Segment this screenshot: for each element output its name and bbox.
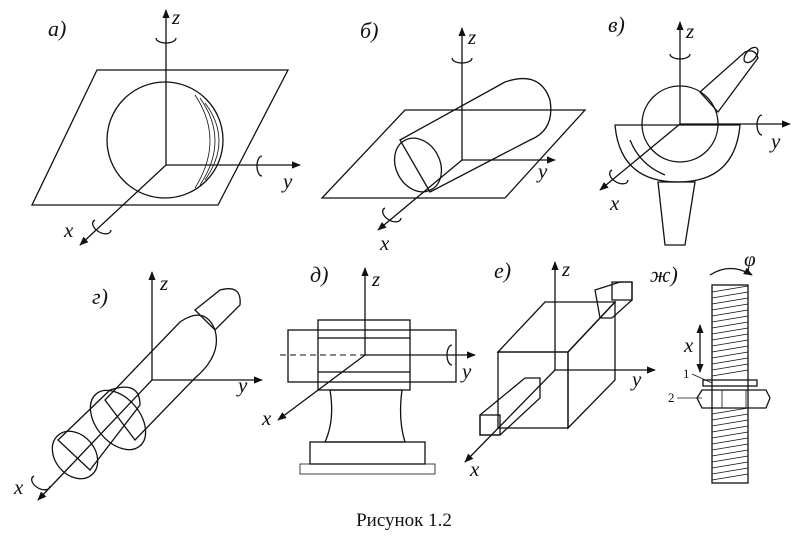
guide-top: [317, 319, 411, 339]
washer: [702, 379, 758, 387]
z-axis-label: z: [561, 257, 570, 281]
stem: [657, 181, 696, 246]
base: [299, 463, 436, 475]
x-axis: [277, 354, 366, 421]
panel-a-label: а): [48, 16, 66, 41]
shaft: [57, 386, 141, 471]
y-axis-label: y: [460, 359, 472, 383]
x-axis-label: x: [379, 231, 390, 255]
panel-v-label: в): [608, 12, 625, 37]
y-axis-label: y: [769, 129, 781, 153]
panel-b: б) z y x: [320, 18, 587, 255]
x-axis-label: x: [609, 191, 620, 215]
cube-top: [496, 301, 617, 353]
panel-g-label: г): [92, 284, 108, 309]
rod: [699, 50, 759, 114]
panel-e: е) z y x: [464, 257, 656, 481]
rotation-icon: [756, 114, 763, 136]
thread: [711, 285, 749, 481]
socket: [614, 124, 741, 183]
slider-bar: [287, 329, 457, 383]
z-axis-label: z: [467, 25, 476, 49]
bushing: [104, 314, 218, 441]
x-axis-label: x: [683, 333, 694, 357]
plane: [30, 69, 290, 206]
panel-zh: ж) φ x 1 2: [650, 247, 771, 484]
x-axis: [599, 123, 681, 191]
y-axis-label: y: [536, 159, 548, 183]
x-axis-label: x: [63, 218, 74, 242]
rotation-icon: [256, 155, 263, 177]
panel-d-label: д): [310, 262, 328, 287]
x-axis-label: x: [261, 406, 272, 430]
rotation-icon: [609, 169, 629, 185]
square-rod: [479, 377, 541, 436]
rotation-icon: [709, 267, 753, 276]
panel-v: в) z y x: [599, 12, 791, 246]
panel-a: а) z y x: [30, 5, 301, 246]
cylinder-end: [393, 137, 443, 193]
z-axis-label: z: [371, 267, 380, 291]
cube-front: [497, 351, 569, 429]
rotation-icon: [92, 219, 112, 235]
x-axis-label: x: [13, 475, 24, 499]
x-axis: [37, 379, 153, 501]
rotation-icon: [31, 475, 51, 491]
callout-1: 1: [683, 366, 690, 381]
y-axis-label: y: [236, 373, 248, 397]
rotation-icon: [155, 37, 177, 44]
rotation-icon: [451, 57, 473, 64]
figure-caption: Рисунок 1.2: [356, 510, 452, 531]
stand: [323, 389, 406, 443]
y-axis-label: y: [630, 367, 642, 391]
x-axis: [79, 164, 167, 246]
x-axis-label: x: [469, 457, 480, 481]
sphere: [106, 81, 224, 199]
cube-side: [567, 300, 616, 430]
plane: [320, 109, 587, 199]
z-axis-label: z: [159, 271, 168, 295]
panel-g: г) z y x: [13, 271, 263, 501]
guide-bottom: [317, 371, 411, 391]
y-axis-label: y: [281, 169, 293, 193]
nut: [696, 389, 771, 409]
z-axis-label: z: [685, 19, 694, 43]
x-axis: [464, 369, 556, 463]
panel-b-label: б): [360, 18, 378, 43]
rotation-icon: [446, 344, 453, 366]
panel-zh-label: ж): [650, 262, 678, 287]
panel-e-label: е): [494, 258, 511, 283]
rotation-icon: [382, 207, 402, 223]
cylinder: [399, 77, 552, 193]
callout-2: 2: [668, 390, 675, 405]
phi-label: φ: [744, 247, 756, 271]
panel-d: д) z y x: [261, 262, 476, 475]
z-axis-label: z: [171, 5, 180, 29]
x-axis: [377, 159, 463, 231]
screw: [711, 284, 749, 484]
rotation-icon: [669, 53, 691, 60]
